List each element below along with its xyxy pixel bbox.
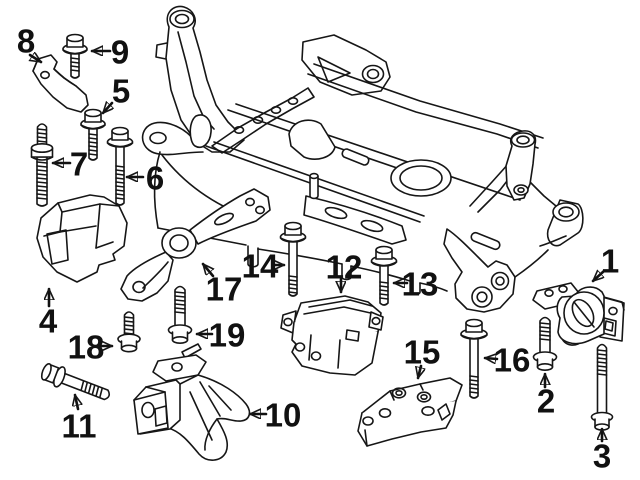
callout-10: 10 (264, 396, 302, 434)
bolt-16 (460, 318, 488, 399)
bolt-11 (40, 362, 111, 401)
callout-12: 12 (325, 248, 363, 286)
callout-1: 1 (600, 242, 620, 280)
callout-2: 2 (536, 382, 556, 420)
bolt-3 (590, 343, 614, 431)
part-17-pendulum-arm (120, 188, 271, 302)
bolt-9 (62, 33, 88, 79)
callout-6: 6 (145, 159, 165, 197)
callout-5: 5 (111, 72, 131, 110)
arrow-1 (591, 271, 606, 283)
callout-13: 13 (401, 265, 439, 303)
part-4-engine-mount (36, 194, 128, 283)
arrow-17 (201, 262, 213, 278)
arrow-16 (483, 358, 499, 359)
callout-18: 18 (67, 328, 105, 366)
callout-15: 15 (403, 333, 441, 371)
arrow-11 (75, 393, 78, 411)
callout-11: 11 (61, 407, 97, 445)
callout-14: 14 (241, 247, 279, 285)
part-12-trans-mount (280, 295, 384, 376)
part-1-engine-mount (532, 282, 625, 346)
callout-7: 7 (69, 145, 89, 183)
bolt-18 (117, 311, 141, 353)
callout-19: 19 (208, 316, 246, 354)
callout-4: 4 (38, 302, 58, 340)
bolt-19 (167, 285, 193, 344)
callout-3: 3 (592, 437, 612, 475)
subframe-crossmember (141, 5, 584, 313)
bolt-2 (532, 316, 558, 371)
arrow-8 (30, 55, 43, 64)
callout-8: 8 (16, 22, 36, 60)
callout-16: 16 (493, 341, 531, 379)
bolt-6 (106, 126, 134, 206)
callout-9: 9 (110, 33, 130, 71)
arrow-5 (101, 103, 112, 115)
bolt-13 (370, 245, 398, 306)
leader-arrows (30, 51, 606, 443)
callout-17: 17 (205, 270, 243, 308)
part-15-support-bracket (357, 377, 463, 447)
part-10-trans-bracket (133, 343, 251, 461)
bolt-5 (80, 108, 106, 161)
stud-7 (30, 123, 54, 207)
bolt-14 (279, 221, 307, 297)
arrow-15 (418, 364, 421, 380)
